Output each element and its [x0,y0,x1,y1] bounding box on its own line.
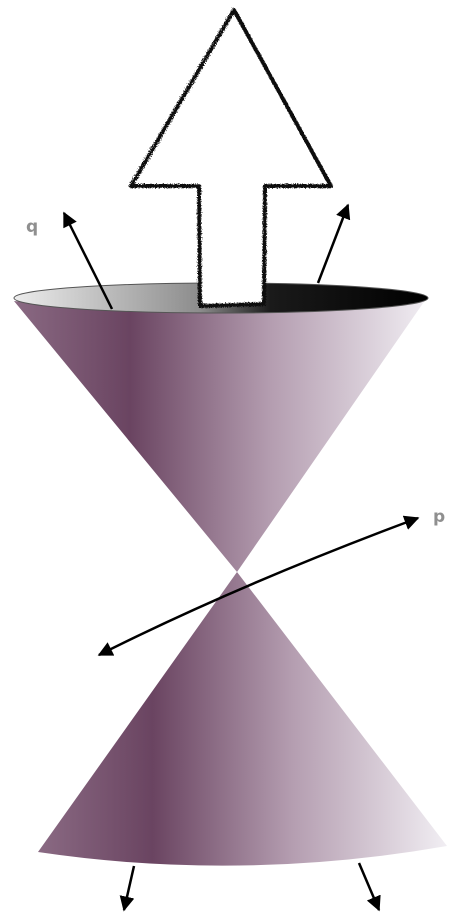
past-cone [38,572,447,866]
p-label: p [433,507,445,527]
q-label: q [26,217,38,237]
q-vector-arrow [62,211,114,310]
p-vector-arrow [97,515,420,657]
lower-right-vector-arrow [357,862,381,912]
future-cone [14,296,428,572]
upper-right-vector-arrow [316,203,351,284]
lower-left-vector-arrow [119,865,136,912]
big-up-arrow [129,8,333,308]
